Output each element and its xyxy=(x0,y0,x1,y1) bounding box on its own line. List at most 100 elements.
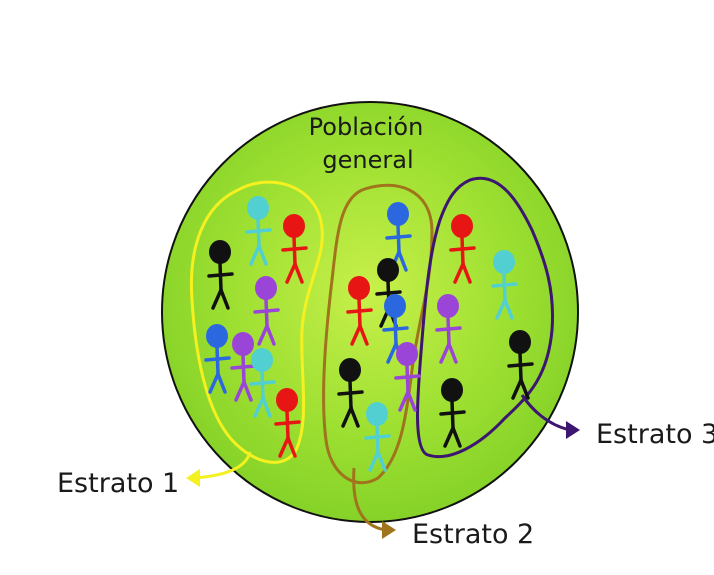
figure-limb xyxy=(341,406,353,428)
stick-figure-cyan xyxy=(364,402,391,472)
figure-limb xyxy=(394,374,421,380)
figure-limb xyxy=(249,244,261,266)
stratum-3-outline xyxy=(416,176,555,458)
figure-limb xyxy=(211,288,223,310)
figure-limb xyxy=(257,244,268,266)
stick-figure-purple xyxy=(394,342,421,412)
stick-figure-cyan xyxy=(249,348,276,418)
figure-limb xyxy=(219,288,230,310)
figure-limb xyxy=(274,420,301,426)
figure-head xyxy=(276,388,298,412)
figure-limb xyxy=(449,246,476,252)
stratum-2-outline xyxy=(322,183,434,485)
figure-head xyxy=(493,250,515,274)
figure-limb xyxy=(346,308,373,314)
population-figures xyxy=(204,196,534,472)
figure-limb xyxy=(495,298,507,320)
figure-limb xyxy=(507,362,534,368)
stick-figure-black xyxy=(507,330,534,400)
stick-figure-red xyxy=(346,276,373,346)
population-title-line-1: Población xyxy=(309,113,424,141)
stick-figure-red xyxy=(449,214,476,284)
figure-head xyxy=(251,348,273,372)
figure-head xyxy=(509,330,531,354)
stratum-2-arrowhead xyxy=(382,521,396,539)
figure-limb xyxy=(207,272,234,278)
figure-head xyxy=(339,358,361,382)
figure-limb xyxy=(278,436,290,458)
figure-limb xyxy=(216,372,227,394)
stick-figure-red xyxy=(281,214,308,284)
figure-limb xyxy=(386,342,398,364)
figure-head xyxy=(348,276,370,300)
stratum-3-arrow-line xyxy=(520,394,571,432)
stick-figure-purple xyxy=(230,332,257,402)
stick-figure-black xyxy=(207,240,234,310)
stick-figure-blue xyxy=(204,324,231,394)
stratum-1-arrow-line xyxy=(192,451,252,480)
stick-figure-purple xyxy=(253,276,280,346)
figure-limb xyxy=(253,308,280,314)
figure-limb xyxy=(382,326,409,332)
figure-head xyxy=(384,294,406,318)
figure-limb xyxy=(397,250,408,272)
figure-head xyxy=(209,240,231,264)
stratum-1-outline xyxy=(189,180,324,464)
figure-limb xyxy=(285,262,297,284)
figure-limb xyxy=(447,342,458,364)
stratum-1-label: Estrato 1 xyxy=(57,468,179,499)
figure-head xyxy=(377,258,399,282)
figure-limb xyxy=(281,246,308,252)
stratum-2-arrow-line xyxy=(352,467,387,532)
figure-limb xyxy=(208,372,220,394)
figure-limb xyxy=(265,324,276,346)
figure-limb xyxy=(443,426,455,448)
figure-limb xyxy=(245,228,272,234)
figure-limb xyxy=(368,450,380,472)
figure-limb xyxy=(337,390,364,396)
figure-limb xyxy=(453,262,465,284)
figure-limb xyxy=(364,434,391,440)
figure-limb xyxy=(406,390,417,412)
figure-limb xyxy=(519,378,530,400)
stratum-3-arrowhead xyxy=(566,421,580,439)
figure-head xyxy=(451,214,473,238)
stick-figure-cyan xyxy=(245,196,272,266)
stratum-3-label: Estrato 3 xyxy=(596,419,714,450)
figure-limb xyxy=(358,324,369,346)
figure-head xyxy=(206,324,228,348)
figure-head xyxy=(387,202,409,226)
figure-limb xyxy=(375,290,402,296)
figure-limb xyxy=(376,450,387,472)
figure-head xyxy=(255,276,277,300)
stick-figure-black xyxy=(439,378,466,448)
figure-limb xyxy=(398,390,410,412)
figure-head xyxy=(396,342,418,366)
figure-limb xyxy=(293,262,304,284)
figure-limb xyxy=(253,396,265,418)
figure-limb xyxy=(503,298,514,320)
figure-limb xyxy=(385,234,412,240)
figure-limb xyxy=(491,282,518,288)
stick-figure-purple xyxy=(435,294,462,364)
figure-limb xyxy=(261,396,272,418)
figure-limb xyxy=(511,378,523,400)
figure-limb xyxy=(249,380,276,386)
figure-head xyxy=(283,214,305,238)
figure-limb xyxy=(257,324,269,346)
stratum-1-arrowhead xyxy=(186,469,200,487)
figure-limb xyxy=(242,380,253,402)
figure-limb xyxy=(230,364,257,370)
figure-limb xyxy=(349,406,360,428)
population-title-line-2: general xyxy=(322,146,413,174)
figure-limb xyxy=(439,342,451,364)
stick-figure-red xyxy=(274,388,301,458)
figure-head xyxy=(232,332,254,356)
figure-head xyxy=(437,294,459,318)
stick-figure-black xyxy=(337,358,364,428)
figure-head xyxy=(366,402,388,426)
figure-head xyxy=(441,378,463,402)
stratum-2-label: Estrato 2 xyxy=(412,519,534,550)
figure-limb xyxy=(234,380,246,402)
